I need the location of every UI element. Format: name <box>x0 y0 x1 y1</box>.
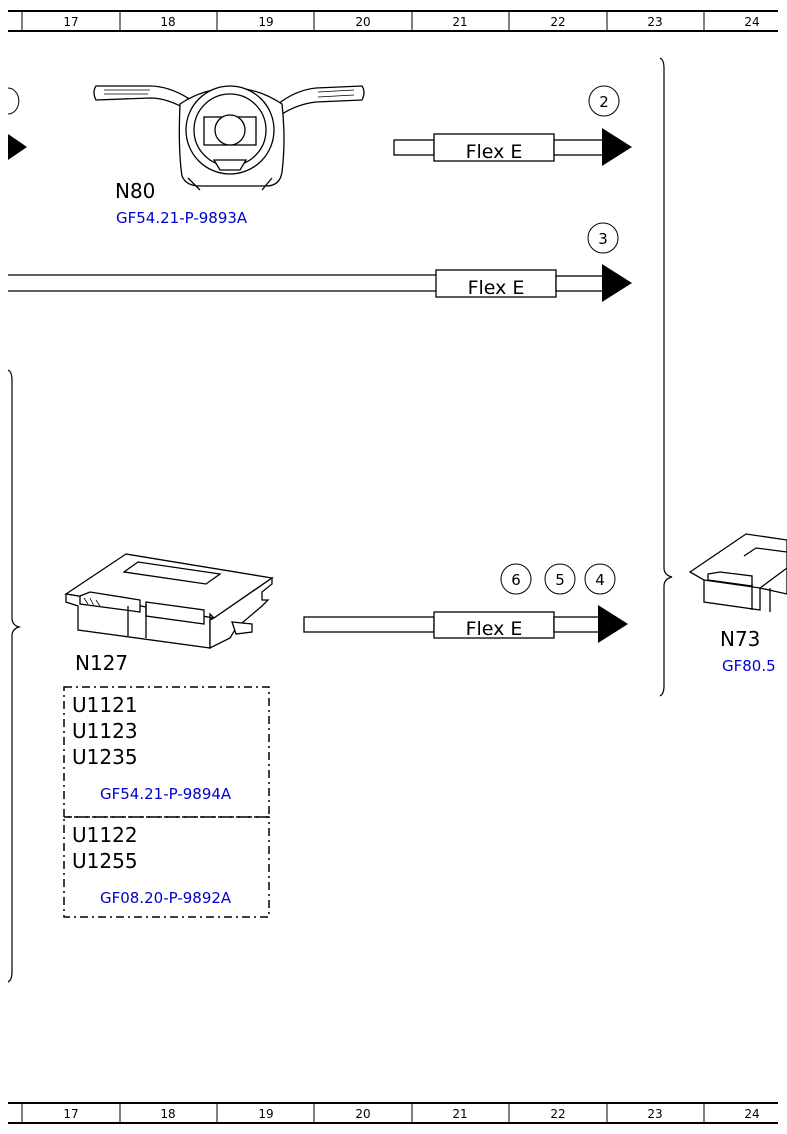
ruler-col-23: 23 <box>647 15 662 29</box>
connector-marker <box>500 563 532 595</box>
n80-component-drawing <box>93 85 365 191</box>
arrow-head-icon <box>8 134 27 160</box>
right-brace <box>659 57 673 697</box>
ruler-col-22: 22 <box>550 1107 565 1121</box>
fault-code: U1235 <box>72 745 138 769</box>
connector-marker-number: 2 <box>599 93 609 111</box>
arrow-head-icon <box>602 264 632 302</box>
bottom-ruler: 17 18 19 20 21 22 23 24 <box>8 1102 778 1124</box>
connector-marker-number: 5 <box>555 571 565 589</box>
fault-group-1-reference-link[interactable]: GF54.21-P-9894A <box>100 785 232 803</box>
ruler-col-17: 17 <box>63 15 78 29</box>
n127-label: N127 <box>75 651 128 675</box>
connector-marker-number: 3 <box>598 230 608 248</box>
left-edge-fragments <box>7 87 27 983</box>
ruler-col-24: 24 <box>744 15 759 29</box>
ruler-col-24: 24 <box>744 1107 759 1121</box>
ruler-col-23: 23 <box>647 1107 662 1121</box>
n73-label: N73 <box>720 627 760 651</box>
n80-label: N80 <box>115 179 155 203</box>
ruler-col-21: 21 <box>452 1107 467 1121</box>
connector-marker <box>588 85 620 117</box>
connector-marker-number: 4 <box>595 571 605 589</box>
flex-e-label: Flex E <box>468 277 525 299</box>
fault-code: U1121 <box>72 693 138 717</box>
connector-marker <box>587 222 619 254</box>
connector-marker <box>544 563 576 595</box>
connector-marker <box>584 563 616 595</box>
n73-reference-link[interactable]: GF80.5 <box>722 657 776 675</box>
ruler-col-17: 17 <box>63 1107 78 1121</box>
fault-group-2-reference-link[interactable]: GF08.20-P-9892A <box>100 889 232 907</box>
ruler-col-18: 18 <box>160 15 175 29</box>
ruler-col-18: 18 <box>160 1107 175 1121</box>
ruler-col-20: 20 <box>355 15 370 29</box>
connection-flex-e-2: Flex E 3 <box>8 222 632 302</box>
connector-marker-number: 6 <box>511 571 521 589</box>
fault-group-2: U1122 U1255 GF08.20-P-9892A <box>63 816 270 918</box>
ruler-col-19: 19 <box>258 15 273 29</box>
ruler-col-21: 21 <box>452 15 467 29</box>
ruler-col-20: 20 <box>355 1107 370 1121</box>
n80-reference-link[interactable]: GF54.21-P-9893A <box>116 209 248 227</box>
fault-code: U1122 <box>72 823 138 847</box>
top-ruler: 17 18 19 20 21 22 23 24 <box>8 10 778 32</box>
n127-component-drawing <box>64 553 274 650</box>
connection-flex-e-3: Flex E 6 5 4 <box>303 563 628 643</box>
arrow-head-icon <box>602 128 632 166</box>
n73-component-drawing <box>688 533 787 612</box>
fault-code: U1255 <box>72 849 138 873</box>
fault-group-1: U1121 U1123 U1235 GF54.21-P-9894A <box>63 686 270 818</box>
flex-e-label: Flex E <box>466 141 523 163</box>
ruler-col-19: 19 <box>258 1107 273 1121</box>
fault-code: U1123 <box>72 719 138 743</box>
left-brace <box>7 369 22 983</box>
connection-flex-e-1: Flex E 2 <box>393 85 632 166</box>
ruler-col-22: 22 <box>550 15 565 29</box>
arrow-head-icon <box>598 605 628 643</box>
flex-e-label: Flex E <box>466 618 523 640</box>
